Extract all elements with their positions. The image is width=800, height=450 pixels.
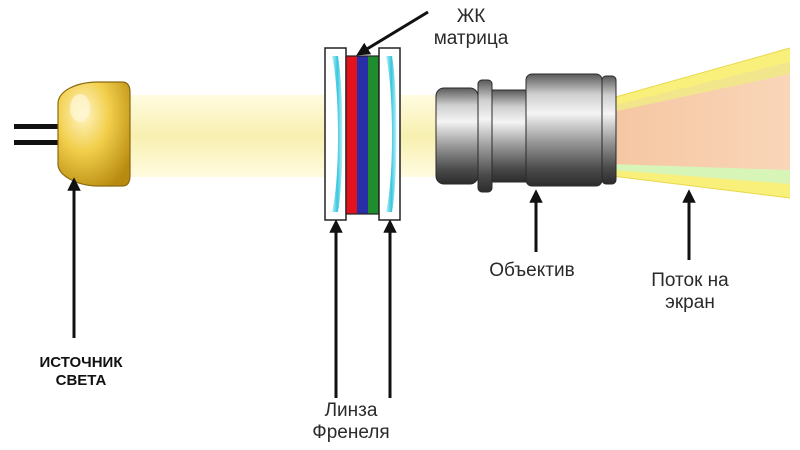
label-lcd-line1: ЖК [456,6,486,27]
fresnel-lens-right [378,47,401,221]
label-fresnel-line2: Френеля [312,421,390,443]
lamp-icon [57,81,131,187]
label-light-source-line2: СВЕТА [55,372,107,390]
label-screen-flow-line1: Поток на [651,270,729,291]
lcd-panel-icon [345,55,380,215]
label-screen-flow-line2: экран [665,291,715,313]
label-lcd-matrix: ЖК матрица [416,6,526,50]
label-objective: Объектив [462,260,602,282]
arrow-lcd-matrix [356,10,429,56]
label-screen-flow: Поток на экран [630,270,750,314]
label-fresnel-lens: Линза Френеля [296,400,406,444]
light-beam [110,95,460,177]
label-light-source-line1: ИСТОЧНИК [39,354,123,371]
pointer-arrows [67,10,696,398]
lamp-wires [14,124,66,145]
fresnel-lens-left [324,47,347,221]
label-lcd-line2: матрица [433,27,509,49]
projector-lens-icon [435,73,617,193]
label-objective-line1: Объектив [489,260,575,281]
label-light-source: ИСТОЧНИК СВЕТА [26,354,136,391]
output-light-cone [611,47,791,199]
label-fresnel-line1: Линза [324,400,378,421]
